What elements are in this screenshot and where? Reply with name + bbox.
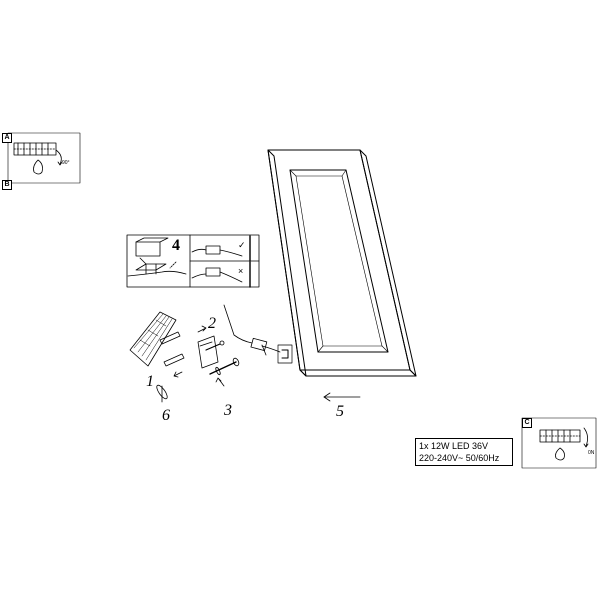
step-1-label: 1: [146, 373, 154, 390]
panel-label-c: C: [522, 418, 532, 428]
rotation-angle-label: 0N: [588, 450, 595, 456]
panel-a-detail: [7, 132, 81, 184]
step-2-label: 2: [208, 315, 216, 332]
wall-mount-plate: [129, 311, 177, 367]
luminaire-frame: [267, 149, 417, 377]
wrong-mark: ×: [238, 266, 244, 276]
rotate-arrow-icon: [583, 427, 588, 447]
wall-plug: [163, 353, 185, 367]
electrical-spec-box: 1x 12W LED 36V 220-240V~ 50/60Hz: [415, 438, 513, 466]
slide-arrow: [323, 392, 361, 402]
panel-label-b: B: [2, 180, 12, 190]
mounting-hardware: [156, 325, 240, 403]
panel-c-detail: [521, 417, 597, 469]
washer: [156, 384, 168, 400]
power-cable: [223, 304, 281, 356]
step-3-label: 3: [224, 402, 232, 419]
spec-line-1: 1x 12W LED 36V: [419, 441, 489, 451]
wall-plug: [159, 331, 181, 345]
correct-mark: ✓: [238, 240, 246, 250]
step-6-label: 6: [162, 407, 170, 424]
mounting-bracket: [197, 335, 219, 369]
hand-icon: [555, 447, 565, 461]
connector-wrong: [205, 267, 221, 277]
wiring-inset: [126, 234, 260, 288]
hand-icon: [33, 159, 43, 175]
spec-line-2: 220-240V~ 50/60Hz: [419, 453, 500, 463]
step-5-label: 5: [336, 403, 344, 420]
rotate-arrow-icon: [55, 149, 62, 165]
rotation-angle-label: 90°: [62, 160, 70, 166]
step-4-label: 4: [172, 237, 180, 254]
panel-label-a: A: [2, 133, 12, 143]
screw: [209, 361, 237, 375]
cable-connector: [250, 337, 268, 352]
terminal-box: [135, 241, 161, 257]
connector-correct: [205, 245, 221, 255]
